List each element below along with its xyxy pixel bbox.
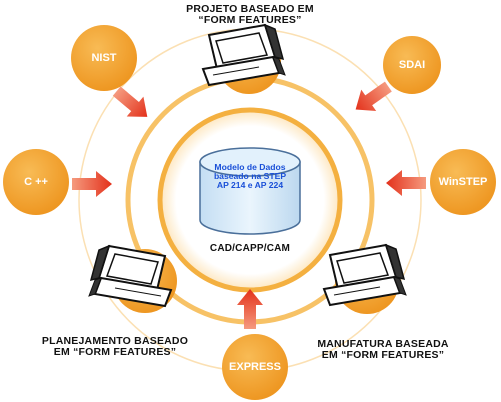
center-caption: CAD/CAPP/CAM	[209, 243, 291, 254]
planejamento-label-line1: PLANEJAMENTO BASEADO	[41, 335, 189, 347]
winstep-node	[430, 149, 496, 215]
db-text-line3: AP 214 e AP 224	[216, 180, 284, 190]
projeto-label-line2: “FORM FEATURES”	[198, 14, 302, 26]
cpp-arrow	[72, 171, 112, 197]
manufatura-label-line2: EM “FORM FEATURES”	[321, 349, 445, 361]
winstep-label: WinSTEP	[438, 176, 488, 188]
projeto-label-line1: PROJETO BASEADO EM	[186, 3, 314, 15]
nist-label: NIST	[91, 52, 117, 64]
winstep-arrow	[386, 170, 426, 196]
planejamento-label-line2: EM “FORM FEATURES”	[53, 346, 177, 358]
express-arrow	[237, 289, 263, 329]
planejamento-computer-icon	[88, 245, 172, 307]
db-text-line2: baseado na STEP	[213, 171, 287, 181]
express-label: EXPRESS	[229, 361, 281, 373]
database-icon	[199, 147, 301, 235]
cpp-label: C ++	[24, 176, 48, 188]
sdai-node	[383, 36, 441, 94]
db-text-line1: Modelo de Dados	[214, 162, 286, 172]
nist-node	[71, 25, 137, 91]
nist-arrow	[112, 86, 148, 117]
cpp-node	[3, 149, 69, 215]
manufatura-label-line1: MANUFATURA BASEADA	[317, 338, 449, 350]
sdai-label: SDAI	[398, 59, 426, 71]
sdai-arrow	[355, 81, 392, 111]
express-node	[222, 334, 288, 400]
